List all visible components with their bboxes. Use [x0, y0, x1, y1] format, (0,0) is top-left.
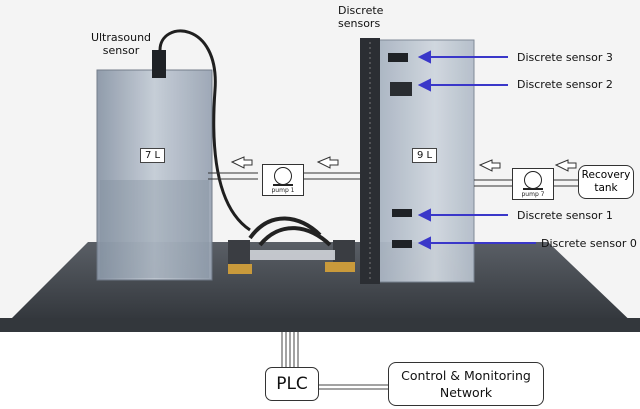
- discrete-sensor-3-label: Discrete sensor 3: [517, 51, 613, 64]
- left-tank: [96, 69, 213, 281]
- ultrasound-cable: [158, 29, 251, 232]
- discrete-sensors-title: Discrete sensors: [338, 4, 384, 30]
- tank-right-volume: 9 L: [412, 148, 438, 163]
- sensor0-mark: [392, 240, 412, 248]
- plc-wires: [281, 332, 299, 367]
- ultrasound-sensor-label: Ultrasound sensor: [90, 31, 152, 57]
- valve-right-brass: [325, 262, 355, 272]
- plc-box: PLC: [265, 367, 319, 401]
- tank-left-volume: 7 L: [140, 148, 166, 163]
- pump-right-label: pump 7: [521, 191, 545, 198]
- pump-right-base: [523, 188, 543, 190]
- blue-arrow-ds0: [417, 236, 536, 250]
- valve-left: [228, 240, 250, 270]
- valve-left-brass: [228, 264, 252, 274]
- recovery-tank-box: Recovery tank: [578, 165, 634, 199]
- tubing: [248, 216, 332, 247]
- pump-right-icon: [524, 171, 542, 189]
- sensor3-mark: [388, 53, 408, 62]
- blue-arrow-ds1: [417, 208, 508, 222]
- pump-left-label: pump 1: [271, 187, 295, 194]
- control-network-box: Control & Monitoring Network: [388, 362, 544, 406]
- pump-left: pump 1: [262, 164, 304, 196]
- discrete-sensor-2-label: Discrete sensor 2: [517, 78, 613, 91]
- base-front: [0, 318, 640, 332]
- flow-arrow-1: [230, 156, 253, 169]
- blue-arrow-ds3: [417, 50, 508, 64]
- discrete-sensor-1-label: Discrete sensor 1: [517, 209, 613, 222]
- pump-left-base: [273, 184, 293, 186]
- left-tank-water: [100, 180, 209, 278]
- blue-arrow-ds2: [417, 78, 508, 92]
- flow-arrow-2: [316, 156, 339, 169]
- flow-arrow-4: [554, 159, 577, 172]
- pump-right: pump 7: [512, 168, 554, 200]
- discrete-sensor-0-label: Discrete sensor 0: [541, 237, 637, 250]
- sensor-rail: [360, 38, 380, 284]
- sensor2-mark: [390, 82, 412, 96]
- manifold: [250, 250, 335, 260]
- flow-arrow-3: [478, 159, 501, 172]
- pump-left-icon: [274, 167, 292, 185]
- ultrasound-sensor-body: [152, 50, 166, 78]
- sensor1-mark: [392, 209, 412, 217]
